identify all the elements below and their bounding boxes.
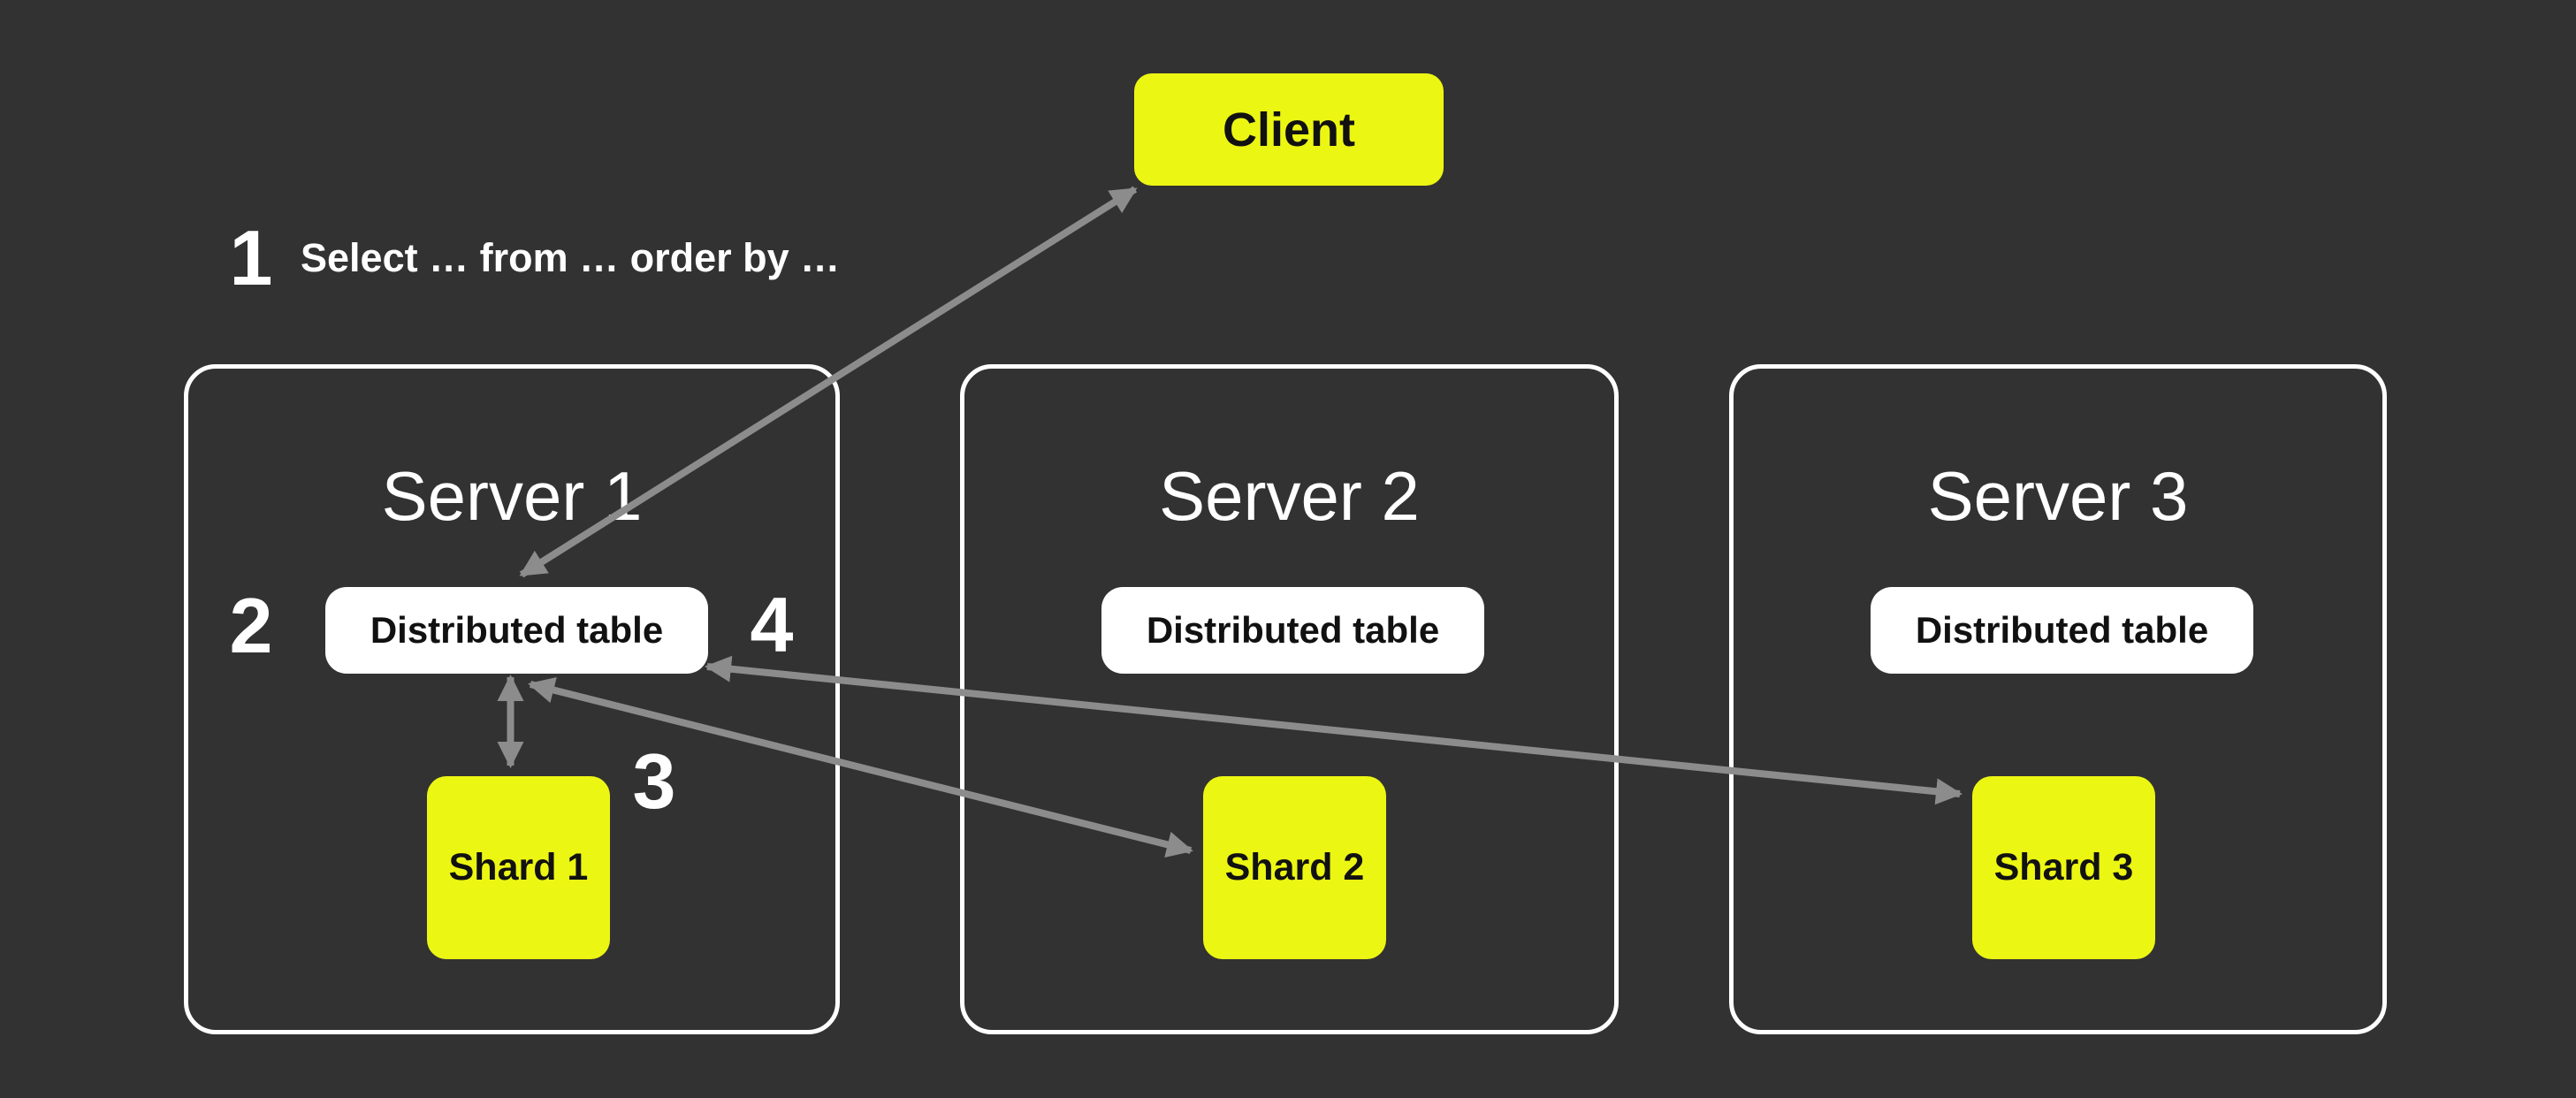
server-2-shard-label: Shard 2 — [1224, 846, 1365, 888]
server-1-distributed-table-node: Distributed table — [325, 587, 708, 674]
server-2-box: Server 2 Distributed table Shard 2 — [960, 364, 1619, 1034]
server-2-title: Server 2 — [1159, 457, 1420, 535]
server-2-shard-node: Shard 2 — [1203, 776, 1386, 959]
server-3-distributed-table-label: Distributed table — [1915, 609, 2209, 651]
client-label: Client — [1222, 103, 1355, 156]
server-3-distributed-table-node: Distributed table — [1871, 587, 2253, 674]
server-1-distributed-table-label: Distributed table — [370, 609, 664, 651]
step-1-number: 1 — [229, 214, 273, 301]
server-3-box: Server 3 Distributed table Shard 3 — [1729, 364, 2387, 1034]
client-node: Client — [1134, 73, 1444, 186]
server-1-shard-node: Shard 1 — [427, 776, 610, 959]
server-1-box: Server 1 Distributed table Shard 1 — [184, 364, 840, 1034]
server-3-shard-label: Shard 3 — [1993, 846, 2134, 888]
server-1-shard-label: Shard 1 — [448, 846, 589, 888]
step-4-number: 4 — [750, 581, 794, 668]
query-text: Select … from … order by … — [301, 235, 841, 280]
step-2-number: 2 — [229, 582, 273, 669]
step-3-number: 3 — [632, 737, 676, 825]
server-1-title: Server 1 — [381, 457, 643, 535]
server-3-shard-node: Shard 3 — [1972, 776, 2155, 959]
server-3-title: Server 3 — [1927, 457, 2189, 535]
server-2-distributed-table-label: Distributed table — [1146, 609, 1440, 651]
server-2-distributed-table-node: Distributed table — [1101, 587, 1484, 674]
